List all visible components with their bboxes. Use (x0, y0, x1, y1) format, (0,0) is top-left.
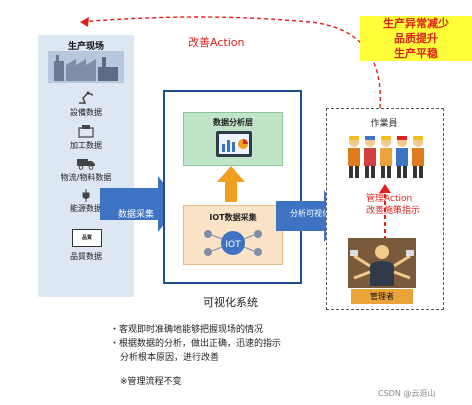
result-line-3: 生产平稳 (394, 47, 438, 60)
robot-arm-icon (79, 91, 94, 104)
dashboard-tablet-icon (216, 131, 252, 157)
result-line-2: 品质提升 (394, 32, 438, 45)
iot-network-icon: IOT (204, 230, 262, 256)
iot-collection-box: IOT数据采集 IOT (183, 205, 283, 265)
system-label: 可视化系统 (203, 296, 258, 309)
kaizen-action-label: 改善Action (188, 36, 245, 49)
data-collection-label: 数据采集 (117, 210, 154, 220)
svg-text:IOT: IOT (225, 240, 241, 250)
manager-icon (348, 238, 416, 288)
item-logistics-data: 物流/物料数据 (60, 173, 112, 182)
manager-action-line2: 改善施策指示 (366, 206, 421, 216)
kaizen-dashed-arrow (79, 16, 381, 109)
bullet-1: ・客观即时准确地能够把握现场的情况 (110, 325, 264, 335)
data-collection-arrow (100, 176, 180, 232)
result-line-1: 生产异常减少 (383, 17, 449, 30)
analysis-layer-box: 数据分析层 (183, 112, 283, 166)
truck-icon (77, 159, 95, 170)
machining-icon (78, 125, 94, 138)
manager-label: 管理者 (351, 289, 413, 304)
result-highlight: 生产异常减少 品质提升 生产平稳 (360, 16, 472, 61)
item-energy-data: 能源数据 (70, 204, 102, 213)
analysis-layer-label: 数据分析层 (213, 118, 253, 127)
iot-collection-label: IOT数据采集 (209, 213, 257, 222)
bullet-2-continued: 分析根本原因，进行改善 (120, 353, 220, 363)
manager-action-line1: 管理Action (366, 194, 413, 204)
visualization-label: 分析可视化 (290, 209, 330, 218)
watermark: CSDN @云逛山 (378, 389, 436, 398)
workers-icon (348, 136, 424, 178)
production-site-title: 生产现场 (67, 42, 104, 52)
item-machining-data: 加工数据 (70, 141, 102, 150)
upload-arrow (217, 166, 245, 202)
quality-stamp-icon: 品質 (72, 229, 102, 247)
factory-icon (48, 51, 124, 83)
process-note: ※管理流程不变 (120, 377, 182, 387)
item-quality-data: 品質数据 (70, 252, 102, 261)
plug-icon (82, 189, 90, 202)
production-site-panel: 生产现场 設備数据 加工数据 物流/物料数据 能源数据 品質 品質数据 (38, 35, 134, 297)
bullet-2: ・根据数据的分析，做出正确，迅速的指示 (110, 339, 282, 349)
manager-action-text: 管理Action 改善施策指示 (366, 193, 470, 217)
workers-title: 作業員 (370, 119, 398, 129)
item-equipment-data: 設備数据 (70, 108, 102, 117)
manager-action-arrow (379, 184, 391, 240)
